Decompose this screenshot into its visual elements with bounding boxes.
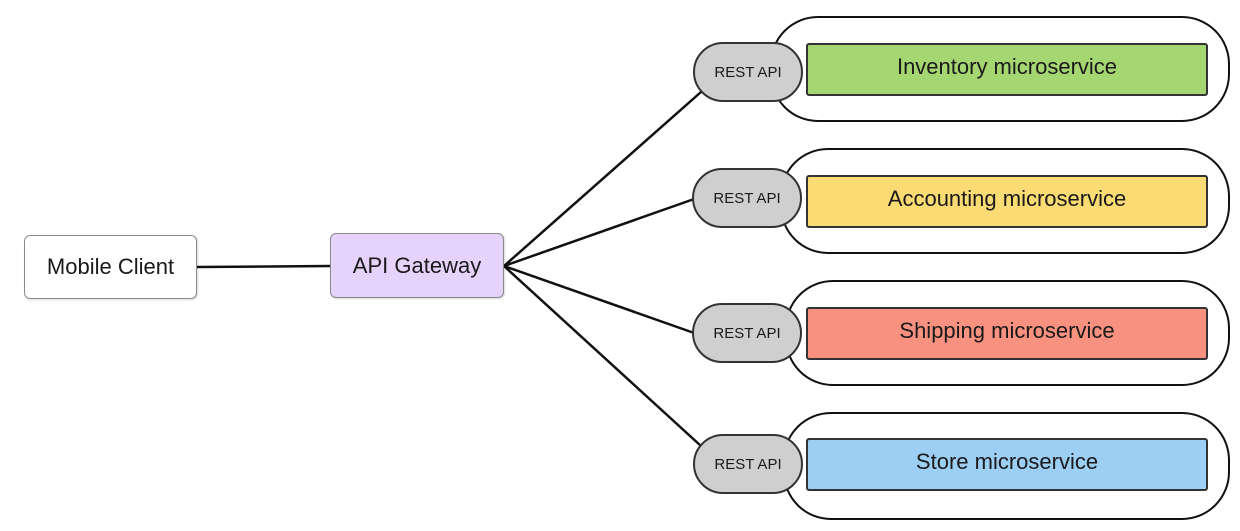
- shipping-microservice[interactable]: Shipping microservice: [806, 307, 1208, 360]
- gateway-store-connector: [503, 265, 702, 447]
- store-rest-api[interactable]: REST API: [693, 434, 803, 494]
- mobile-client-label: Mobile Client: [46, 254, 175, 279]
- api-gateway-node[interactable]: API Gateway: [330, 233, 504, 298]
- client-gateway-connector: [196, 264, 331, 269]
- accounting-microservice[interactable]: Accounting microservice: [806, 175, 1208, 228]
- inventory-rest-api[interactable]: REST API: [693, 42, 803, 102]
- accounting-rest-api-label: REST API: [713, 189, 781, 207]
- store-microservice-label: Store microservice: [915, 449, 1099, 474]
- shipping-rest-api-label: REST API: [713, 324, 781, 342]
- gateway-shipping-connector: [503, 264, 698, 336]
- store-microservice[interactable]: Store microservice: [806, 438, 1208, 491]
- accounting-rest-api[interactable]: REST API: [692, 168, 802, 228]
- inventory-microservice-label: Inventory microservice: [896, 54, 1118, 79]
- store-rest-api-label: REST API: [714, 455, 782, 473]
- gateway-inventory-connector: [503, 91, 702, 267]
- gateway-accounting-connector: [503, 196, 698, 268]
- shipping-rest-api[interactable]: REST API: [692, 303, 802, 363]
- accounting-microservice-label: Accounting microservice: [887, 186, 1127, 211]
- mobile-client-node[interactable]: Mobile Client: [24, 235, 197, 299]
- api-gateway-label: API Gateway: [352, 252, 482, 278]
- shipping-microservice-label: Shipping microservice: [899, 318, 1115, 343]
- inventory-microservice[interactable]: Inventory microservice: [806, 43, 1208, 96]
- inventory-rest-api-label: REST API: [714, 63, 782, 81]
